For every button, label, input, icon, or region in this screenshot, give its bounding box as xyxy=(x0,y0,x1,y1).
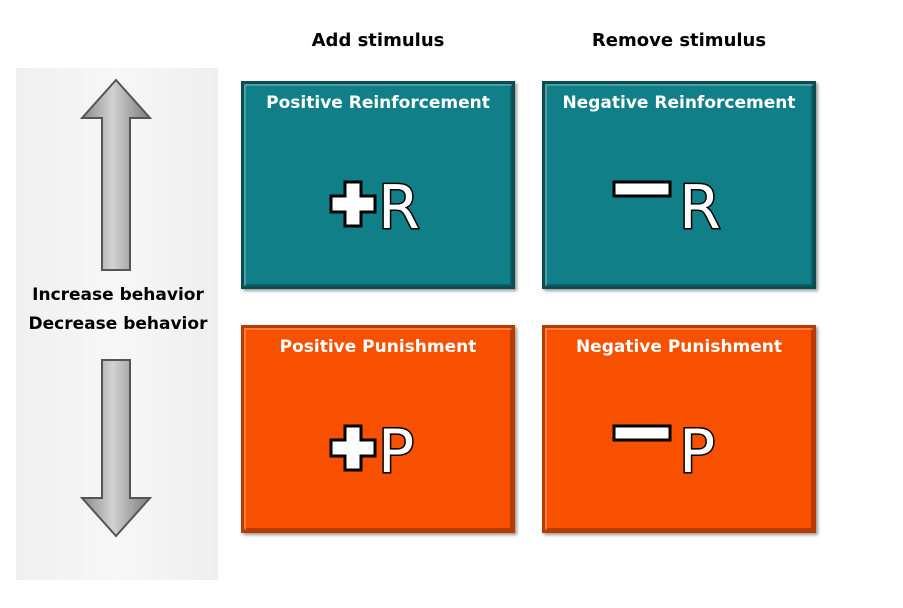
negative-punishment-title: Negative Punishment xyxy=(575,337,783,357)
positive-reinforcement-title: Positive Reinforcement xyxy=(266,93,490,113)
p-letter: P xyxy=(679,417,715,484)
minus-icon xyxy=(612,180,672,198)
positive-reinforcement-cell: Positive Reinforcement R xyxy=(241,81,515,289)
minus-r-symbol: R xyxy=(612,172,722,240)
r-letter: R xyxy=(378,173,420,240)
negative-reinforcement-cell: Negative Reinforcement R xyxy=(542,81,816,289)
decrease-behavior-label: Decrease behavior xyxy=(28,314,208,334)
positive-punishment-title: Positive Punishment xyxy=(279,337,477,357)
plus-icon xyxy=(329,180,377,228)
plus-r-symbol: R xyxy=(329,172,421,240)
increase-behavior-label: Increase behavior xyxy=(32,285,204,305)
column-header-add-stimulus: Add stimulus xyxy=(311,30,445,51)
plus-icon xyxy=(329,424,377,472)
minus-icon xyxy=(612,424,672,442)
column-header-remove-stimulus: Remove stimulus xyxy=(591,30,767,51)
p-letter: P xyxy=(378,417,414,484)
r-letter: R xyxy=(679,173,721,240)
minus-p-symbol: P xyxy=(612,416,717,484)
negative-reinforcement-title: Negative Reinforcement xyxy=(562,93,796,113)
behavior-axis-panel xyxy=(16,68,218,580)
positive-punishment-cell: Positive Punishment P xyxy=(241,325,515,533)
negative-punishment-cell: Negative Punishment P xyxy=(542,325,816,533)
arrow-down-icon xyxy=(80,359,152,538)
plus-p-symbol: P xyxy=(329,416,416,484)
arrow-up-icon xyxy=(80,78,152,271)
